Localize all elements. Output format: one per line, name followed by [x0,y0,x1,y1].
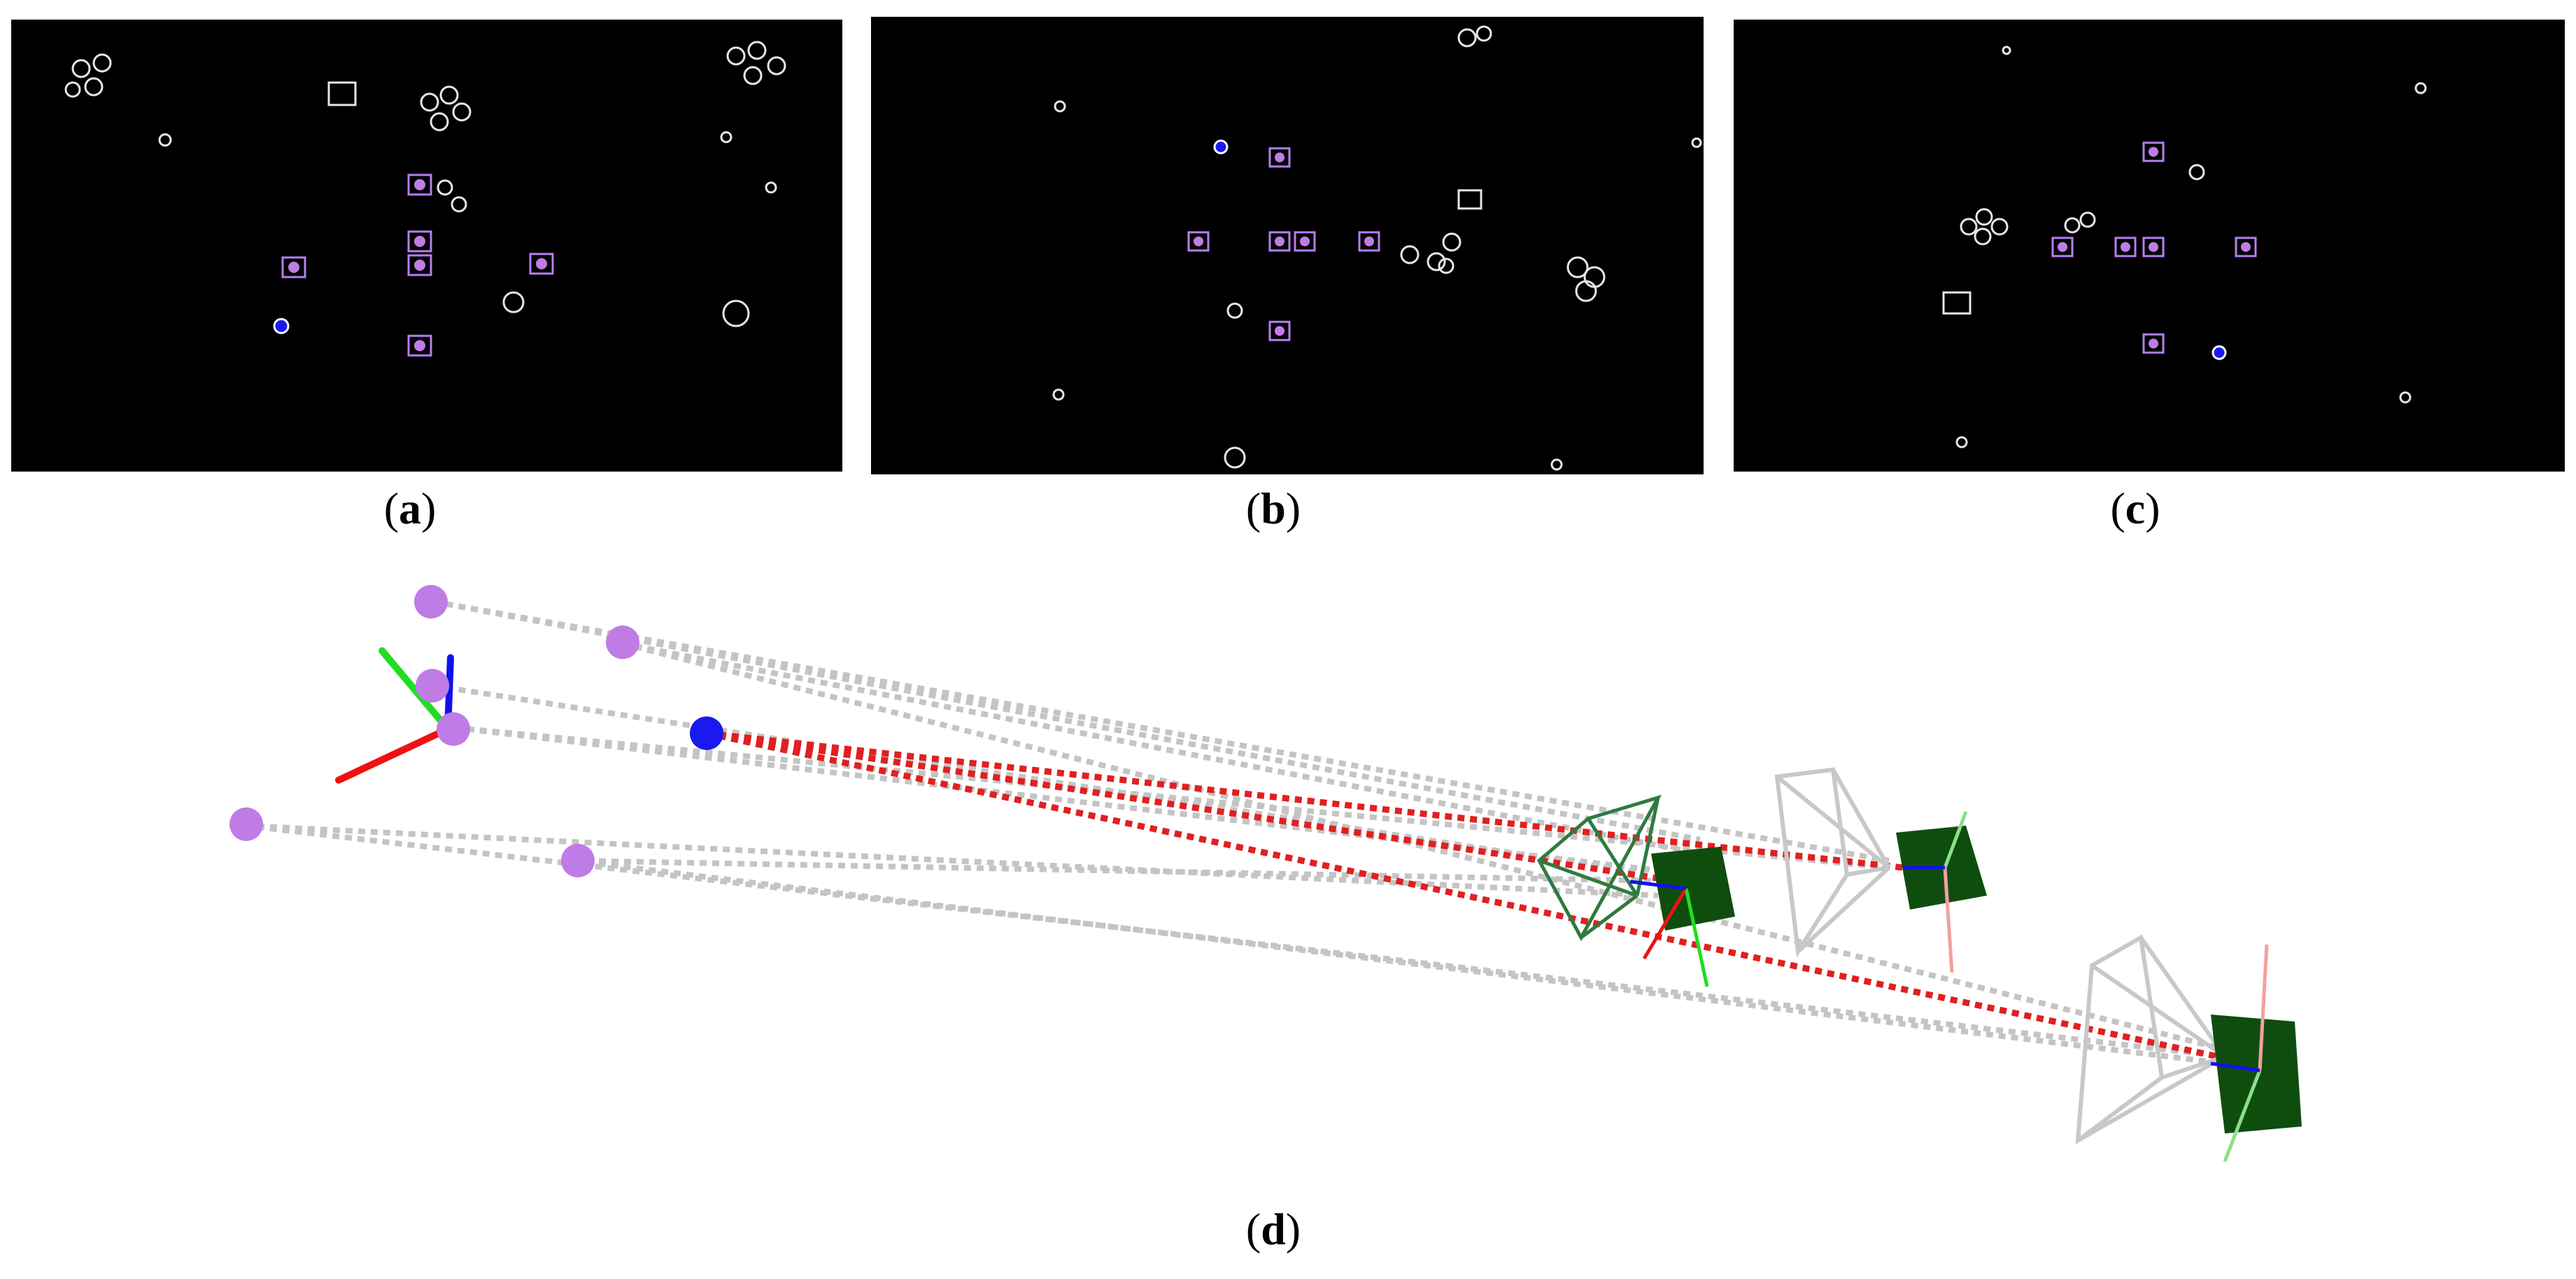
blue-marker-dot [1213,139,1229,155]
detected-marker-boxes [1187,147,1380,341]
square-reflector [1457,189,1482,210]
camera-body-icon [2211,1015,2302,1133]
panel-c-svg [1942,45,2427,448]
caption-b: (b) [1245,483,1301,533]
reflector-cluster [1052,25,1702,471]
detected-marker-boxes [281,174,554,357]
square-reflector [1942,291,1972,315]
blue-marker-dot [273,318,290,334]
marker-points-purple [229,585,639,877]
panel-c-image [1734,20,2565,472]
marker-point-blue [690,716,723,750]
reflector-cluster [64,41,786,327]
caption-d: (d) [1245,1204,1301,1254]
detected-marker-dots [1194,153,1374,336]
panel-b-image [871,17,1704,474]
red-rays [706,730,2218,1060]
panel-a-image [11,20,842,472]
panel-a-svg [64,41,786,357]
detected-marker-boxes [2051,141,2257,354]
camera-axes-icon [2210,944,2269,1162]
panel-b-svg [1052,25,1702,471]
caption-a: (a) [383,483,437,533]
camera-frustum-icon [2075,934,2227,1145]
camera-axes-icon [1629,879,1709,987]
camera-frustum-icon [1774,767,1891,958]
detected-marker-dots [2058,147,2251,348]
camera-axes-icon [1903,811,1968,973]
detected-marker-dots [288,179,547,351]
caption-c: (c) [2110,483,2160,533]
reflector-cluster [1955,45,2427,448]
blue-marker-dot [2211,345,2227,360]
camera-frustum-icon [1536,794,1662,942]
scene-3d-reconstruction [229,585,2302,1162]
square-reflector [327,81,357,106]
